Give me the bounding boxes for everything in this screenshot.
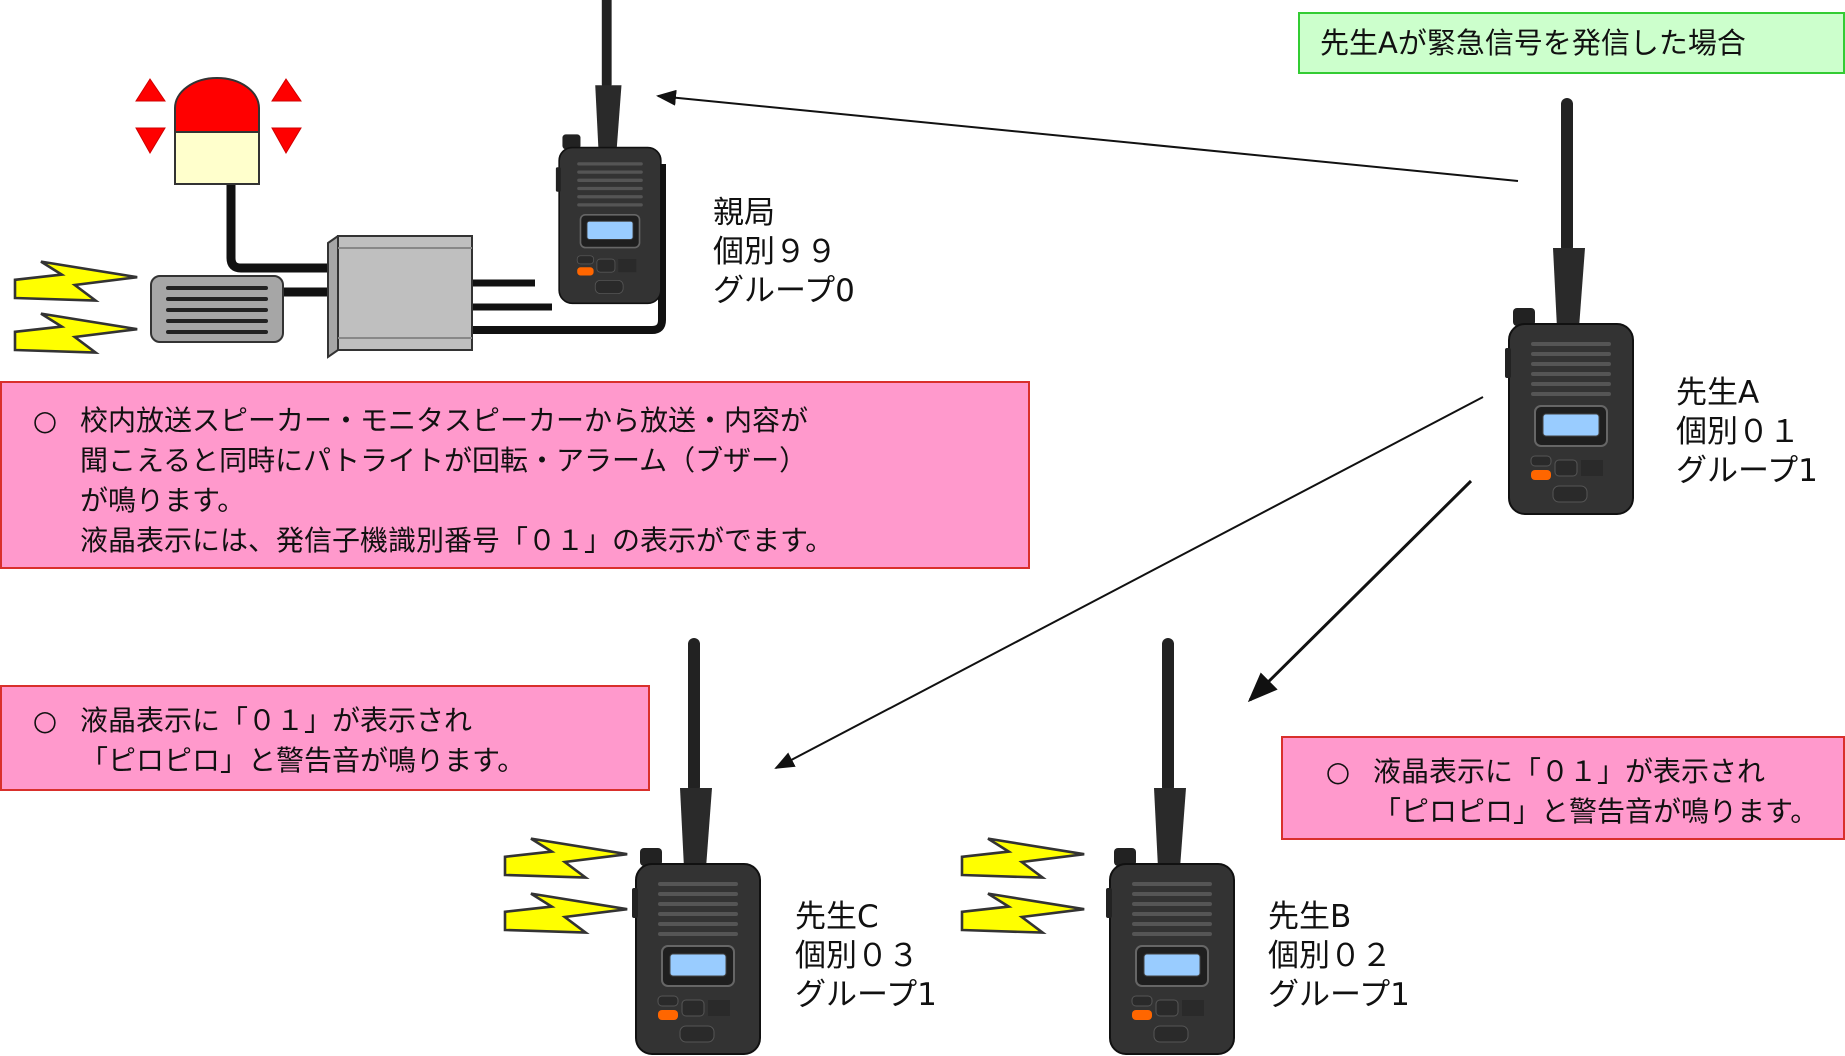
note-text: 液晶表示に「０１」が表示され	[80, 704, 473, 737]
signal-arrows	[656, 89, 1519, 769]
teacher-c-group: グループ1	[795, 977, 937, 1013]
base-station-individual-id: 個別９９	[713, 234, 837, 270]
teacher-c-individual-id: 個別０３	[795, 938, 919, 974]
patrol-lamp-icon	[135, 77, 328, 273]
base-station-name: 親局	[713, 195, 775, 231]
teacher-c-note: ○ 液晶表示に「０１」が表示され 「ピロピロ」と警告音が鳴ります。	[0, 685, 650, 791]
bullet-circle-icon: ○	[32, 404, 58, 437]
teacher-a-group: グループ1	[1676, 453, 1818, 489]
note-text: 液晶表示には、発信子機識別番号「０１」の表示がでます。	[80, 524, 834, 557]
lightning-icon	[960, 892, 1086, 934]
note-text: 校内放送スピーカー・モニタスピーカーから放送・内容が	[80, 404, 809, 437]
teacher-b-individual-id: 個別０２	[1268, 938, 1392, 974]
teacher-b-label: 先生B 個別０２ グループ1	[1268, 898, 1410, 1015]
note-text: 聞こえると同時にパトライトが回転・アラーム（ブザー）	[80, 444, 808, 477]
bullet-circle-icon: ○	[32, 704, 58, 737]
scenario-header: 先生Aが緊急信号を発信した場合	[1298, 12, 1845, 74]
teacher-a-individual-id: 個別０１	[1676, 414, 1800, 450]
note-line: ○ 液晶表示に「０１」が表示され	[10, 701, 648, 741]
controller-box-icon	[327, 164, 666, 359]
note-text: 「ピロピロ」と警告音が鳴ります。	[80, 744, 526, 777]
note-line: ○ 校内放送スピーカー・モニタスピーカーから放送・内容が	[10, 401, 1028, 441]
teacher-a-radio-icon	[1503, 96, 1635, 516]
teacher-c-label: 先生C 個別０３ グループ1	[795, 898, 937, 1015]
base-station-group: グループ0	[713, 273, 855, 309]
teacher-a-name: 先生A	[1676, 375, 1760, 411]
scenario-header-text: 先生Aが緊急信号を発信した場合	[1320, 26, 1746, 60]
base-station-note: ○ 校内放送スピーカー・モニタスピーカーから放送・内容が 聞こえると同時にパトラ…	[0, 381, 1030, 569]
teacher-a-label: 先生A 個別０１ グループ1	[1676, 374, 1818, 491]
arrow-a-to-base	[656, 89, 1519, 182]
note-line: 聞こえると同時にパトライトが回転・アラーム（ブザー）	[10, 441, 1028, 481]
teacher-b-radio-icon	[1104, 636, 1236, 1056]
teacher-c-radio-icon	[630, 636, 762, 1056]
arrow-a-to-c	[774, 396, 1484, 769]
teacher-b-name: 先生B	[1268, 899, 1352, 935]
note-line: 液晶表示には、発信子機識別番号「０１」の表示がでます。	[10, 521, 1028, 561]
lightning-icon	[960, 837, 1086, 879]
note-text: 「ピロピロ」と警告音が鳴ります。	[1373, 795, 1819, 828]
teacher-b-group: グループ1	[1268, 977, 1410, 1013]
base-station-label: 親局 個別９９ グループ0	[713, 194, 855, 311]
lightning-icon	[13, 260, 139, 302]
teacher-b-note: ○ 液晶表示に「０１」が表示され 「ピロピロ」と警告音が鳴ります。	[1281, 736, 1845, 840]
note-line: が鳴ります。	[10, 481, 1028, 521]
note-line: 「ピロピロ」と警告音が鳴ります。	[1303, 792, 1843, 832]
note-text: が鳴ります。	[80, 484, 246, 517]
note-line: 「ピロピロ」と警告音が鳴ります。	[10, 741, 648, 781]
base-station-radio-icon	[554, 0, 663, 305]
lightning-icon	[503, 837, 629, 879]
bullet-circle-icon: ○	[1325, 755, 1351, 788]
monitor-speaker-icon	[150, 275, 328, 343]
teacher-c-name: 先生C	[795, 899, 879, 935]
note-text: 液晶表示に「０１」が表示され	[1373, 755, 1766, 788]
arrow-a-to-b	[1247, 479, 1473, 703]
lightning-icon	[13, 312, 139, 354]
lightning-icon	[503, 892, 629, 934]
note-line: ○ 液晶表示に「０１」が表示され	[1303, 752, 1843, 792]
